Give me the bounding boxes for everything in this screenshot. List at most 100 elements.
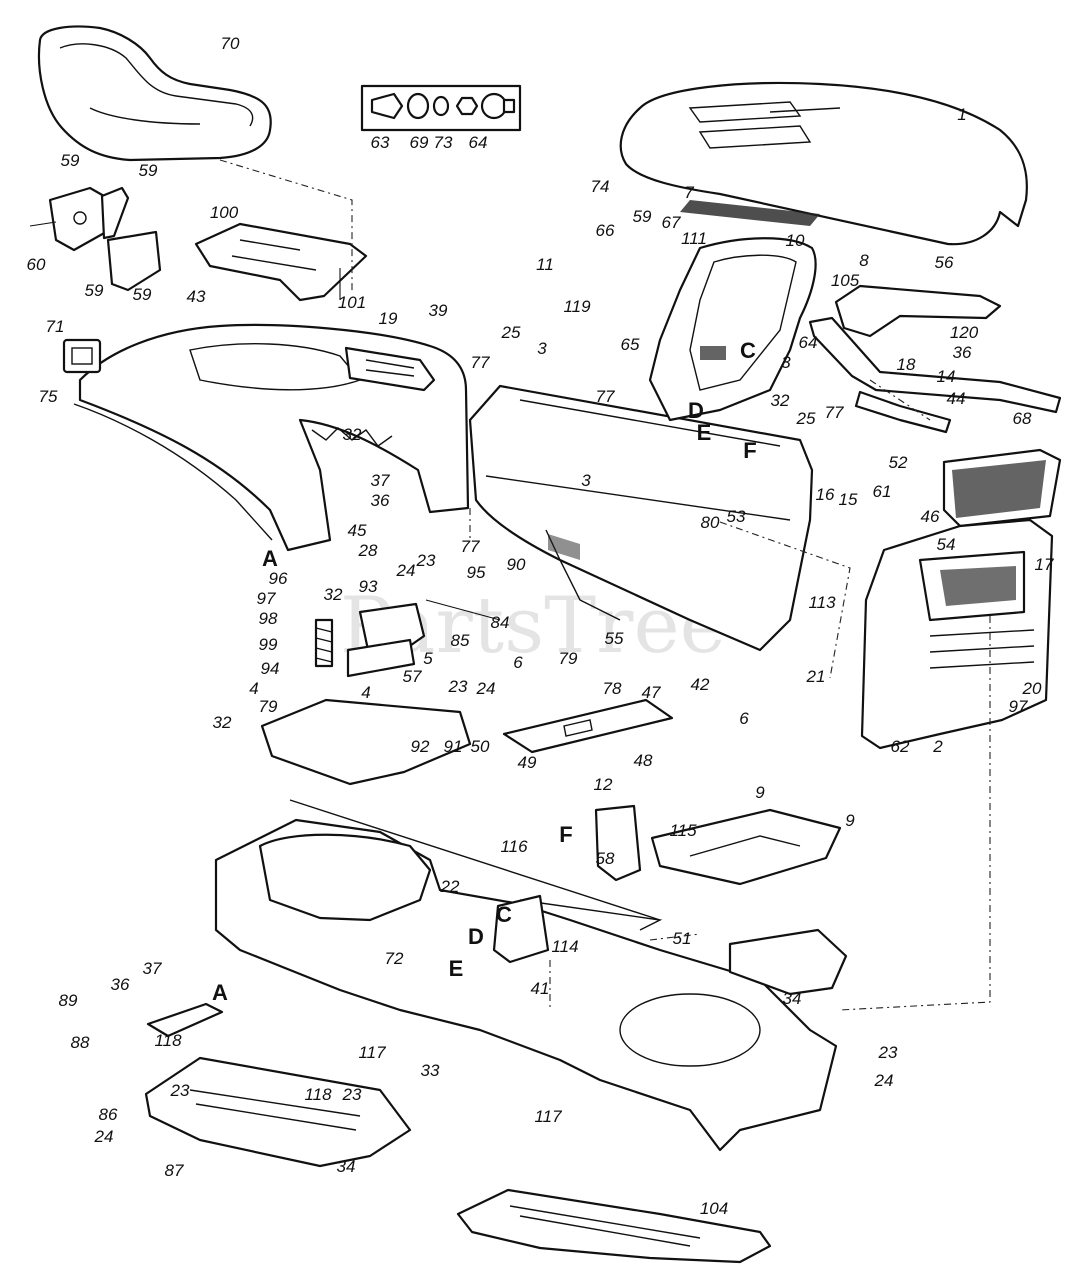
hood	[619, 81, 1028, 246]
callout-44: 44	[947, 389, 966, 408]
callout-24: 24	[476, 679, 496, 698]
grille-insert	[942, 448, 1062, 528]
ref-letter-F: F	[743, 438, 756, 463]
callout-36: 36	[111, 975, 130, 994]
cover-plate	[502, 698, 674, 754]
callout-104: 104	[700, 1199, 728, 1218]
callout-21: 21	[806, 667, 826, 686]
callout-51: 51	[673, 929, 692, 948]
callout-69: 69	[410, 133, 429, 152]
seat	[37, 25, 272, 162]
callout-54: 54	[937, 535, 956, 554]
callout-2: 2	[932, 737, 943, 756]
lever-bracket	[346, 599, 501, 678]
ref-letter-C: C	[740, 338, 756, 363]
callout-3: 3	[581, 471, 591, 490]
callout-23: 23	[448, 677, 468, 696]
callout-79: 79	[559, 649, 578, 668]
callout-77: 77	[596, 387, 615, 406]
callout-114: 114	[551, 937, 578, 956]
callout-25: 25	[796, 409, 816, 428]
callout-23: 23	[170, 1081, 190, 1100]
callout-4: 4	[361, 683, 370, 702]
callout-8: 8	[859, 251, 869, 270]
callout-118: 118	[304, 1085, 332, 1104]
callout-32: 32	[213, 713, 232, 732]
callout-88: 88	[71, 1033, 90, 1052]
callout-111: 111	[681, 229, 707, 248]
callout-12: 12	[594, 775, 613, 794]
callout-36: 36	[953, 343, 972, 362]
callout-118: 118	[154, 1031, 182, 1050]
callout-87: 87	[165, 1161, 184, 1180]
callout-11: 11	[536, 255, 554, 274]
callout-47: 47	[642, 683, 661, 702]
callout-77: 77	[461, 537, 480, 556]
grille-bracket	[808, 284, 1062, 434]
spring	[314, 618, 334, 668]
callout-45: 45	[348, 521, 367, 540]
callout-90: 90	[507, 555, 526, 574]
callout-36: 36	[371, 491, 390, 510]
callout-98: 98	[259, 609, 278, 628]
callout-64: 64	[469, 133, 488, 152]
callout-95: 95	[467, 563, 486, 582]
callout-63: 63	[371, 133, 390, 152]
callout-94: 94	[261, 659, 280, 678]
callout-77: 77	[471, 353, 490, 372]
callout-42: 42	[691, 675, 710, 694]
callout-34: 34	[783, 989, 802, 1008]
ref-letter-E: E	[697, 420, 712, 445]
callout-32: 32	[771, 391, 790, 410]
callout-59: 59	[61, 151, 80, 170]
callout-4: 4	[249, 679, 258, 698]
callout-73: 73	[434, 133, 453, 152]
callout-15: 15	[839, 490, 858, 509]
callout-120: 120	[950, 323, 979, 342]
callout-19: 19	[379, 309, 398, 328]
frame	[214, 799, 838, 1152]
ref-letter-C: C	[496, 902, 512, 927]
callout-71: 71	[46, 317, 65, 336]
callout-3: 3	[781, 353, 791, 372]
callout-52: 52	[889, 453, 908, 472]
callout-115: 115	[669, 821, 697, 840]
callout-93: 93	[359, 577, 378, 596]
callout-100: 100	[210, 203, 239, 222]
callout-59: 59	[139, 161, 158, 180]
deck-bracket	[650, 808, 842, 886]
ref-letter-A: A	[262, 546, 278, 571]
callout-1: 1	[957, 105, 966, 124]
reference-lines	[219, 159, 991, 1011]
callout-77: 77	[825, 403, 844, 422]
callout-117: 117	[534, 1107, 562, 1126]
support-bracket	[594, 804, 642, 882]
bracket-88	[146, 1002, 224, 1038]
steering-console	[648, 237, 817, 422]
callout-24: 24	[94, 1127, 114, 1146]
callout-74: 74	[591, 177, 610, 196]
callout-53: 53	[727, 507, 746, 526]
callout-39: 39	[429, 301, 448, 320]
callout-10: 10	[786, 231, 805, 250]
ref-letter-D: D	[688, 398, 704, 423]
footrest	[144, 1056, 412, 1168]
callout-5: 5	[423, 649, 433, 668]
callout-28: 28	[358, 541, 378, 560]
callout-119: 119	[563, 297, 591, 316]
ref-letter-D: D	[468, 924, 484, 949]
callout-37: 37	[143, 959, 162, 978]
callout-46: 46	[921, 507, 940, 526]
callout-62: 62	[891, 737, 910, 756]
rear-fender	[73, 323, 470, 552]
callout-101: 101	[338, 293, 366, 312]
callout-86: 86	[99, 1105, 118, 1124]
callout-18: 18	[897, 355, 916, 374]
callout-48: 48	[634, 751, 653, 770]
callout-96: 96	[269, 569, 288, 588]
callout-56: 56	[935, 253, 954, 272]
callout-99: 99	[259, 635, 278, 654]
callout-55: 55	[605, 629, 624, 648]
